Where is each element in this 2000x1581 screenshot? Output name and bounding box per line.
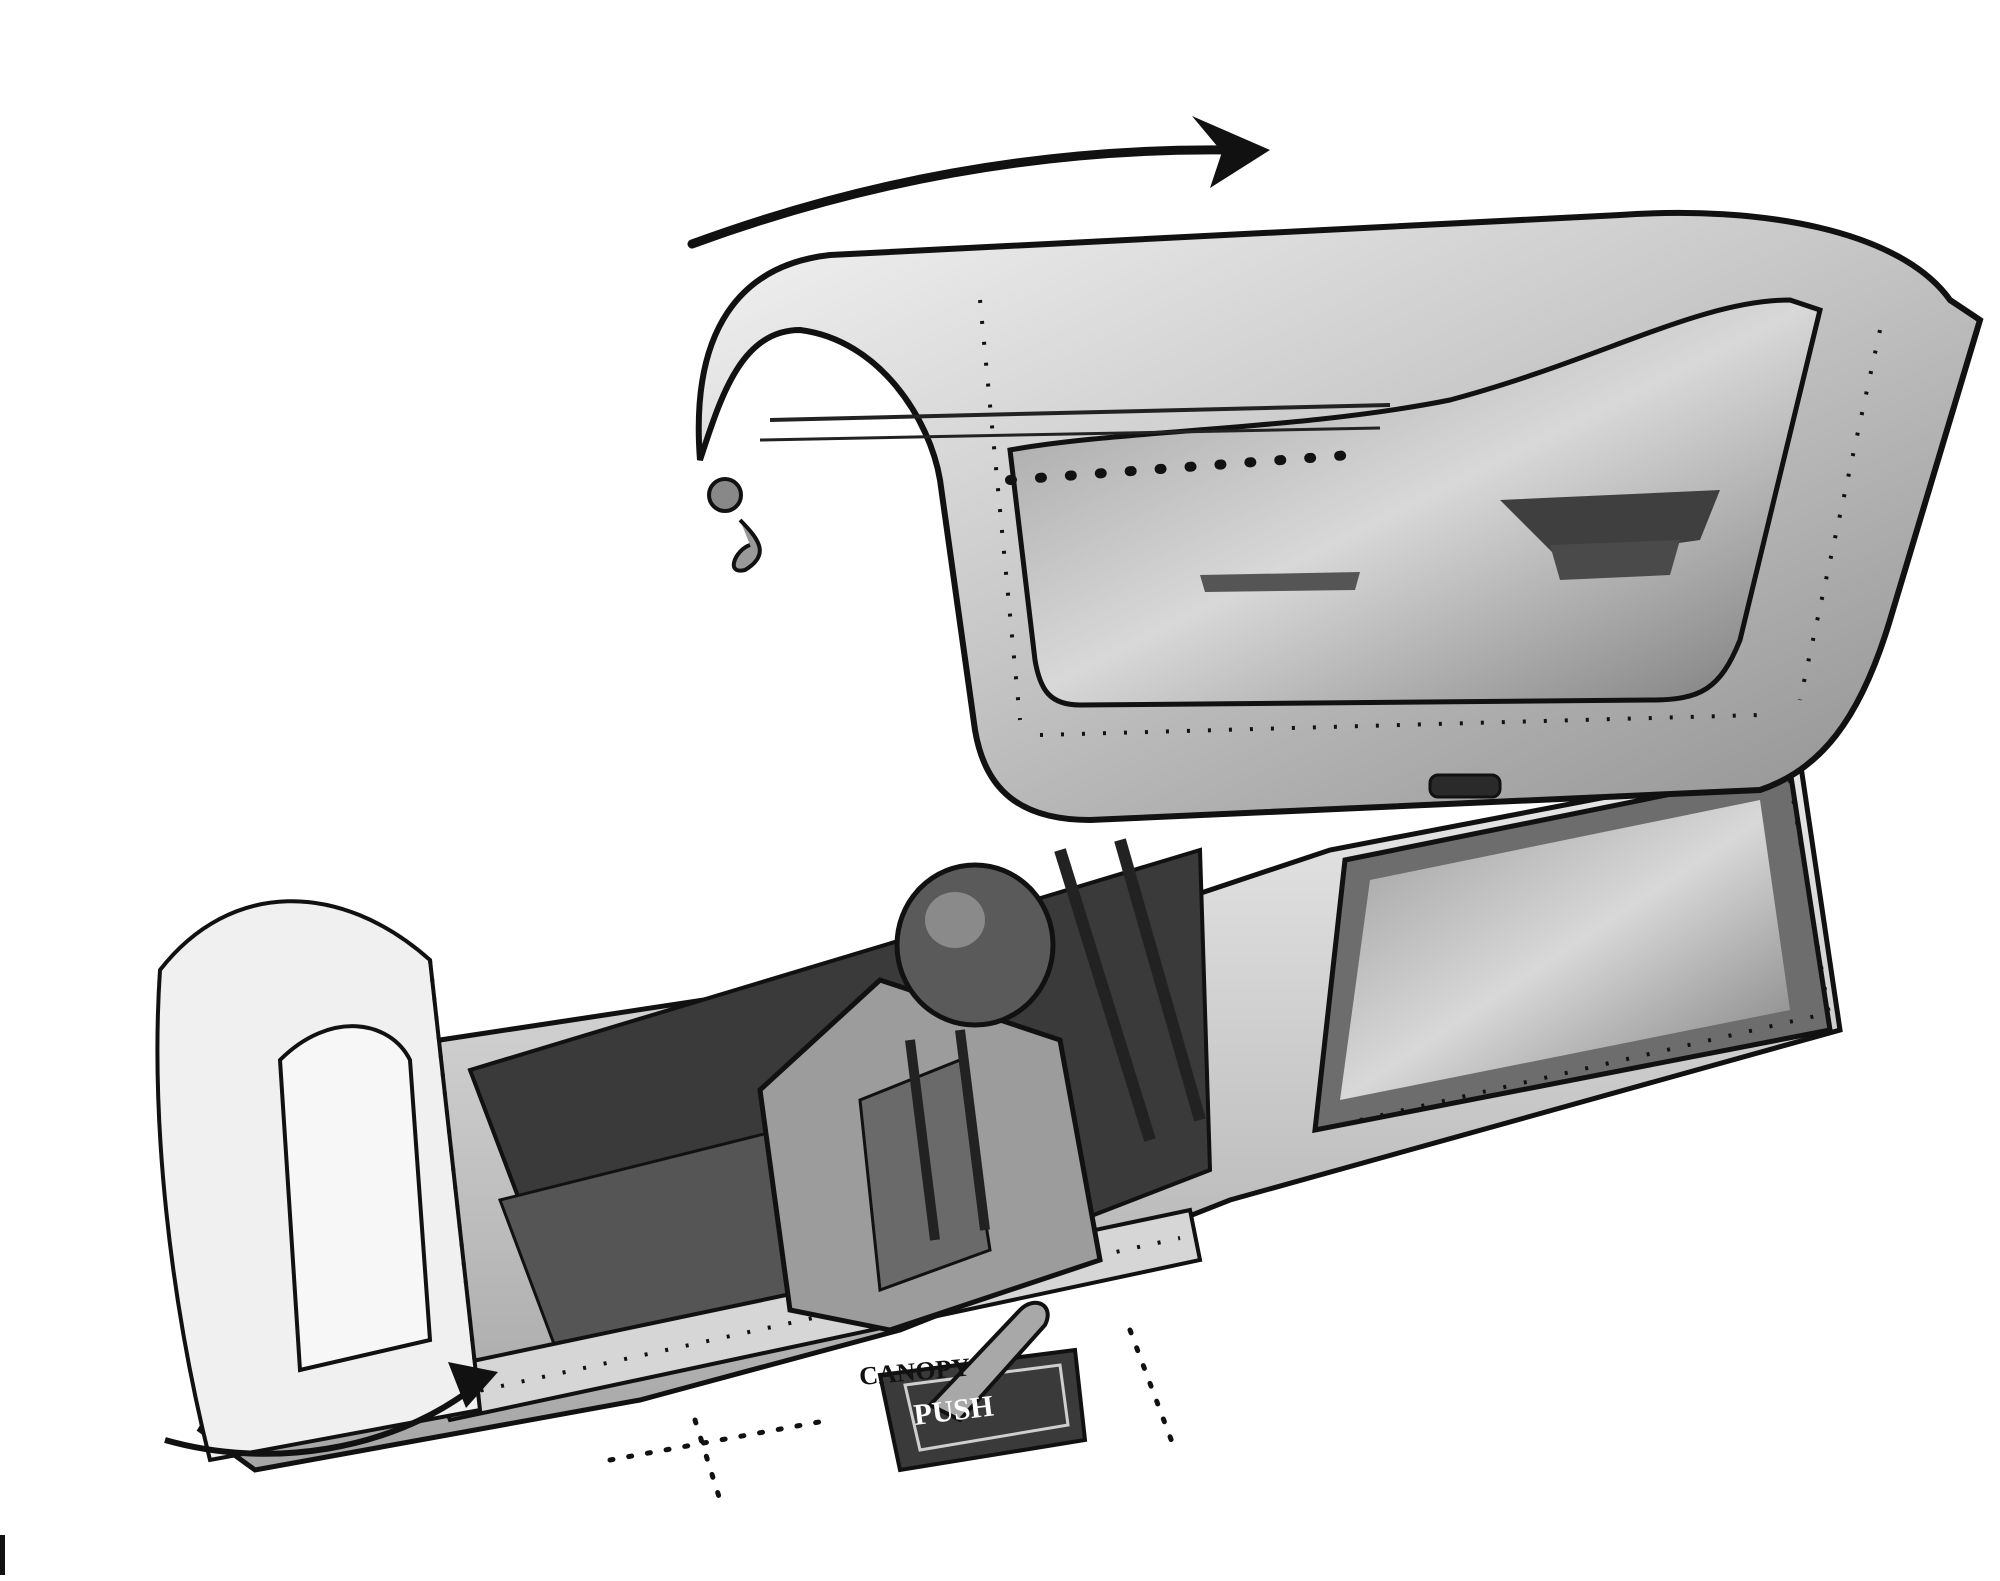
- windshield-frame: [155, 899, 498, 1463]
- page-edge-mark: [0, 1535, 5, 1575]
- canopy-hinge-bolt: [707, 477, 743, 513]
- release-leader-lines: [607, 1327, 1178, 1503]
- slide-arrowhead: [1192, 116, 1270, 188]
- canopy-release-placard: CANOPY PUSH: [858, 1300, 1088, 1473]
- latch-arrow: [164, 1387, 472, 1457]
- slide-direction-arrow: [687, 145, 1235, 249]
- canopy-handle-slot: [1428, 773, 1502, 799]
- ejection-seat: [757, 838, 1206, 1333]
- headrest: [894, 862, 1056, 1028]
- sliding-canopy: [695, 209, 1984, 824]
